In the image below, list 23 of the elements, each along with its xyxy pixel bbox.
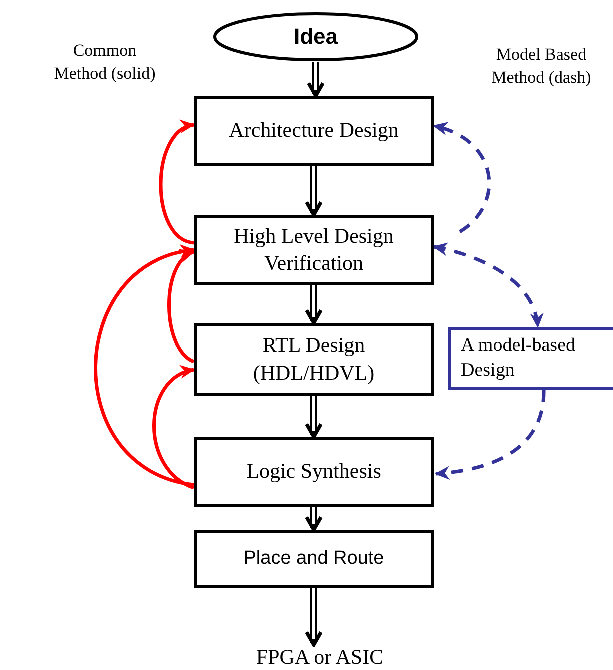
process-box: High Level Design Verification — [194, 215, 434, 285]
dashed-arrow — [432, 123, 492, 234]
flow-arrow — [305, 506, 323, 532]
flow-arrow — [307, 61, 325, 98]
dashed-arrow — [434, 390, 546, 480]
feedback-arrow — [159, 122, 196, 245]
flow-arrow — [305, 587, 323, 647]
output-text: FPGA or ASIC — [230, 645, 410, 670]
process-box: Architecture Design — [194, 96, 434, 166]
model-box: A model-based Design — [448, 327, 613, 390]
feedback-arrow — [152, 367, 196, 490]
process-box: Logic Synthesis — [194, 437, 434, 507]
dashed-arrow — [432, 243, 543, 328]
note-text: Model Based Method (dash) — [490, 44, 592, 89]
feedback-arrow — [168, 250, 196, 364]
process-box: RTL Design (HDL/HDVL) — [194, 323, 434, 396]
flow-arrow — [305, 284, 323, 325]
start-ellipse: Idea — [213, 12, 419, 62]
process-box: Place and Route — [194, 530, 434, 588]
flow-arrow — [305, 395, 323, 439]
flow-arrow — [305, 165, 323, 217]
note-text: Common Method (solid) — [53, 40, 157, 85]
feedback-arrow — [94, 246, 196, 487]
